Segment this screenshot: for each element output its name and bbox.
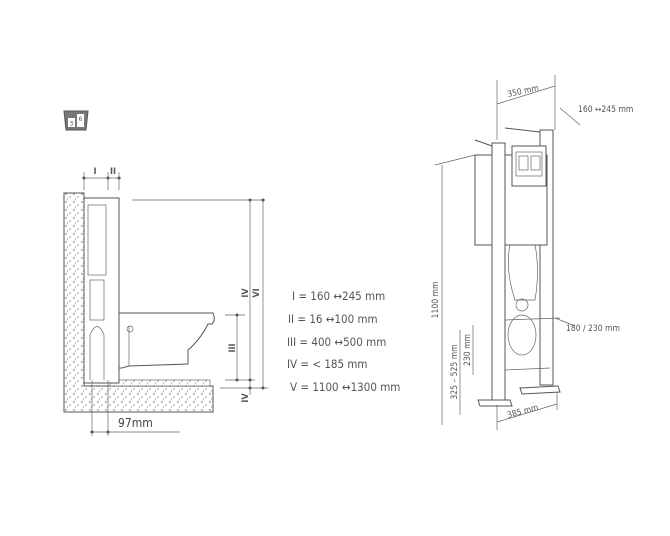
dim-label-i: I [93, 167, 96, 177]
icon-digit-6: 6 [79, 116, 83, 123]
legend-item: III = 400 ↔500 mm [287, 335, 386, 349]
wall-section [63, 192, 214, 413]
dim-label-iii: III [228, 343, 238, 352]
foot-left [477, 399, 513, 407]
dim-label-iv-top: IV [241, 288, 251, 298]
front-post [491, 142, 506, 401]
dual-flush-icon: 3 6 [63, 110, 89, 131]
frame-view: 350 mm 160 ↔245 mm 1100 mm 325 – 525 mm … [431, 75, 633, 430]
side-view: I II IV VI III IV 97mm [63, 167, 268, 436]
toilet-bowl [118, 312, 215, 369]
offset-label: 97mm [118, 416, 153, 430]
depth-label: 160 ↔245 mm [578, 105, 633, 115]
range-height-label: 325 – 525 mm [450, 344, 460, 399]
floor-screed [109, 379, 211, 387]
outlet-height-label: 230 mm [463, 334, 473, 366]
outlet-spacing-label: 180 / 230 mm [566, 324, 620, 334]
legend-item: V = 1100 ↔1300 mm [290, 380, 400, 394]
flush-pipe [508, 244, 538, 301]
foot-right [519, 385, 561, 395]
width-top-label: 350 mm [507, 84, 540, 100]
legend-item: I = 160 ↔245 mm [292, 289, 385, 303]
cistern [87, 204, 107, 276]
dimension-legend: I = 160 ↔245 mm II = 16 ↔100 mm III = 40… [287, 289, 400, 394]
legend-item: IV = < 185 mm [287, 357, 368, 371]
dim-label-iv-bottom: IV [241, 393, 251, 403]
frame-section [83, 197, 120, 384]
icon-digit-3: 3 [70, 121, 73, 128]
dim-label-vi: VI [252, 288, 262, 297]
dim-label-ii: II [110, 167, 116, 177]
legend-item: II = 16 ↔100 mm [288, 312, 378, 326]
cistern-body [474, 154, 548, 246]
height-label: 1100 mm [431, 282, 441, 319]
